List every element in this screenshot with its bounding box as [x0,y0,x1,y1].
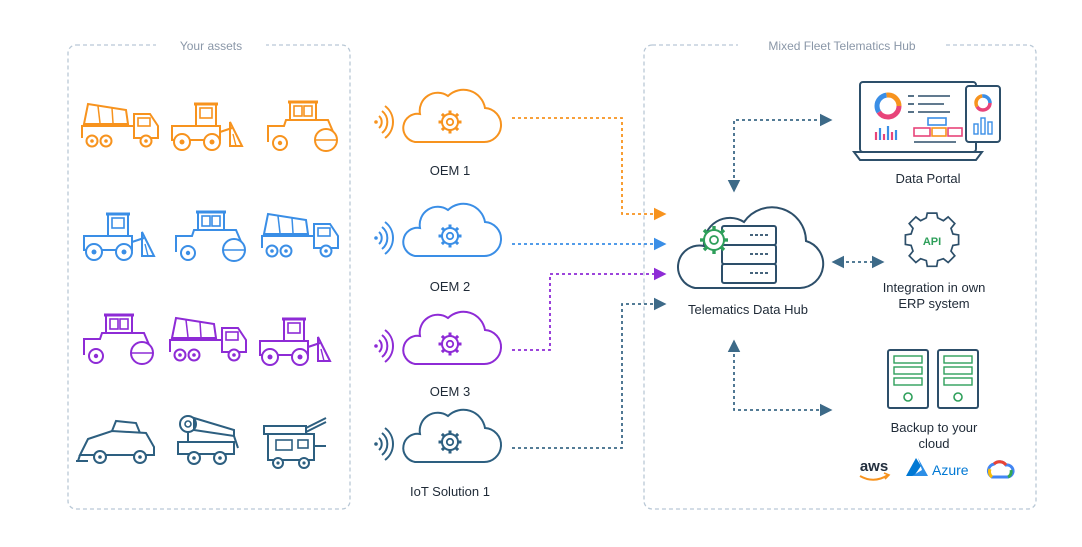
wheel-loader-icon [170,102,244,152]
backup-label-line2: cloud [918,436,949,451]
integration-label-line1: Integration in own [883,280,986,295]
google-cloud-logo [986,460,1015,479]
portal-flow-arrow [727,113,833,193]
source-label-iot: IoT Solution 1 [410,484,490,499]
api-gear-icon: API [904,212,960,268]
svg-text:aws: aws [860,458,888,475]
signal-icon [373,221,394,255]
api-text: API [923,236,941,248]
oem3-cloud-icon [401,310,503,366]
crane-trailer-icon [177,415,239,465]
vehicle-row-oem1 [81,100,339,153]
signal-icon [373,427,394,461]
generator-icon [263,417,327,469]
oem3-flow-arrow [512,267,667,351]
harvester-icon [75,420,155,464]
backup-label-line1: Backup to your [891,420,978,435]
iot-flow-arrow [512,297,667,449]
hub-section-title: Mixed Fleet Telematics Hub [768,39,915,53]
vehicle-row-oem2 [82,210,339,263]
hub-frame: Mixed Fleet Telematics Hub [643,36,1037,510]
mixer-truck-icon [261,213,339,258]
assets-section-title: Your assets [180,39,242,53]
oem1-cloud-icon [401,88,503,144]
portal-label: Data Portal [895,171,960,186]
backup-server-icon [887,349,979,409]
road-roller-icon [266,100,339,153]
telematics-hub-icon [677,206,825,289]
vehicle-row-iot [75,415,327,469]
vehicle-row-oem3 [82,313,332,367]
backup-flow-arrow [727,339,833,417]
server-icon [721,225,777,284]
azure-logo: Azure [906,458,969,478]
source-label-oem3: OEM 3 [430,384,470,399]
mixer-truck-icon [81,103,159,148]
road-roller-icon [82,313,155,366]
svg-text:Azure: Azure [932,462,969,478]
source-label-oem1: OEM 1 [430,163,470,178]
wheel-loader-icon [258,317,332,367]
assets-frame: Your assets [67,36,351,510]
hub-label: Telematics Data Hub [688,302,808,317]
iot-cloud-icon [401,408,503,464]
hub-gear-icon [700,226,728,254]
oem2-cloud-icon [401,202,503,258]
road-roller-icon [174,210,247,263]
signal-icon [373,105,394,139]
wheel-loader-icon [82,212,156,262]
signal-icon [373,329,394,363]
aws-logo: aws [859,458,891,481]
source-label-oem2: OEM 2 [430,279,470,294]
integration-label-line2: ERP system [898,296,969,311]
data-portal-monitor-icon [852,81,1001,161]
oem1-flow-arrow [512,117,667,221]
mixer-truck-icon [169,317,247,362]
